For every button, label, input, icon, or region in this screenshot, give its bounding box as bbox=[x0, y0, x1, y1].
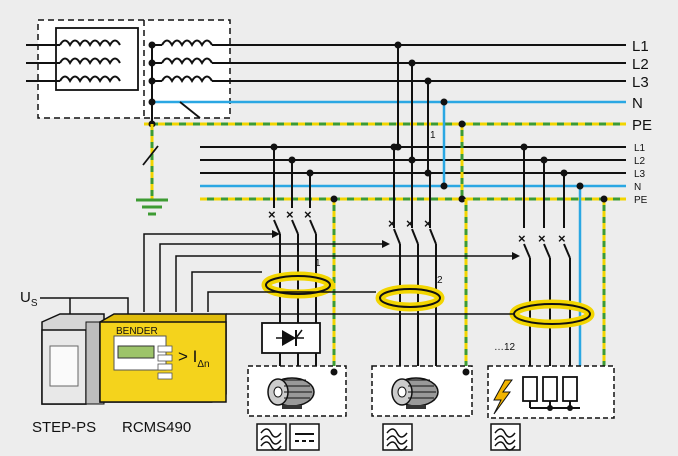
svg-text:×: × bbox=[558, 231, 566, 246]
top-label-n: N bbox=[632, 95, 643, 112]
ct2-label: 2 bbox=[437, 275, 443, 286]
ct1-label: 1 bbox=[315, 258, 321, 269]
feeder-n: × × × …12 bbox=[487, 143, 615, 419]
display-symbol: > IΔn bbox=[178, 347, 210, 370]
feeder-2: × × × 2 bbox=[371, 143, 473, 417]
motor-2-icon bbox=[391, 377, 439, 409]
brand-label: BENDER bbox=[116, 326, 158, 337]
top-label-l1: L1 bbox=[632, 38, 649, 55]
bottom-label-pe: PE bbox=[634, 195, 648, 206]
bus-tie: 1 bbox=[394, 41, 466, 203]
top-label-pe: PE bbox=[632, 117, 652, 134]
rcms490-device: BENDER bbox=[99, 313, 227, 403]
svg-text:×: × bbox=[304, 207, 312, 222]
svg-text:×: × bbox=[406, 216, 414, 231]
rcms-label: RCMS490 bbox=[122, 419, 191, 436]
lightning-icon bbox=[493, 379, 513, 415]
bottom-label-l3: L3 bbox=[634, 169, 646, 180]
svg-text:×: × bbox=[424, 216, 432, 231]
us-label: US bbox=[20, 289, 38, 309]
top-label-l3: L3 bbox=[632, 74, 649, 91]
top-bus-labels: L1 L2 L3 N PE bbox=[632, 38, 652, 134]
step-ps-device bbox=[41, 313, 105, 405]
svg-text:×: × bbox=[286, 207, 294, 222]
measurement-wires bbox=[40, 230, 520, 328]
top-busbars bbox=[144, 44, 626, 126]
top-label-l2: L2 bbox=[632, 56, 649, 73]
ctn-label: …12 bbox=[494, 342, 516, 353]
bottom-label-l2: L2 bbox=[634, 156, 646, 167]
earth-connection bbox=[136, 102, 168, 216]
ac-symbol-n bbox=[490, 423, 521, 451]
motor-1-icon bbox=[267, 377, 315, 409]
bottom-label-n: N bbox=[634, 182, 641, 193]
supply-transformer bbox=[26, 19, 231, 119]
bottom-label-l1: L1 bbox=[634, 143, 646, 154]
svg-text:×: × bbox=[388, 216, 396, 231]
ac-symbol-1 bbox=[256, 423, 287, 451]
svg-text:×: × bbox=[268, 207, 276, 222]
ac-symbol-2 bbox=[382, 423, 413, 451]
bottom-bus-labels: L1 L2 L3 N PE bbox=[634, 143, 648, 206]
dc-symbol-1 bbox=[289, 423, 320, 451]
svg-text:×: × bbox=[518, 231, 526, 246]
svg-text:×: × bbox=[538, 231, 546, 246]
tie-label: 1 bbox=[430, 130, 436, 141]
step-ps-label: STEP-PS bbox=[32, 419, 96, 436]
feeder-1: × × × 1 bbox=[247, 143, 347, 417]
